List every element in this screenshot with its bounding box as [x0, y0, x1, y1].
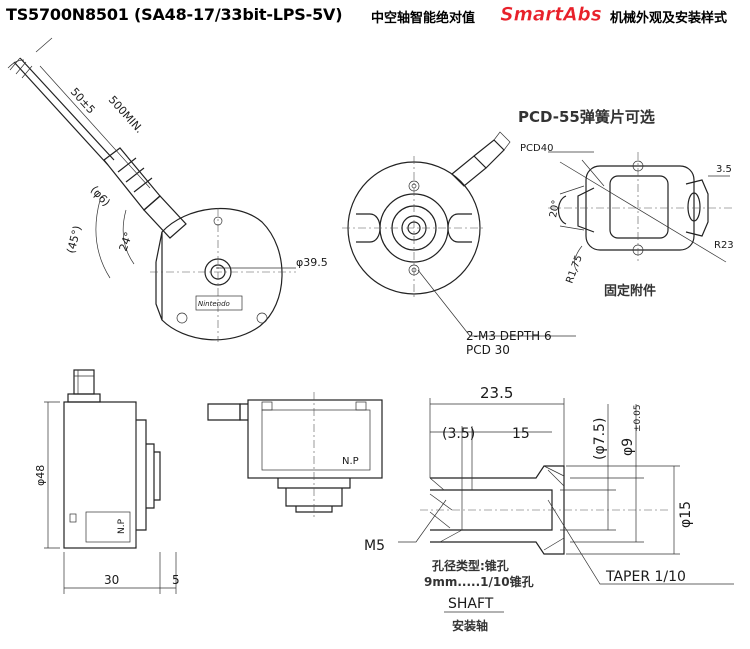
accessory-view: PCD-55弹簧片可选 PCD40 3.5 20° R23 R1.75 固定附件: [518, 108, 734, 299]
shaft-taper: TAPER 1/10: [605, 569, 686, 585]
cable-dia: (φ6): [88, 183, 113, 209]
mount-note-1: 2-M3 DEPTH 6: [466, 329, 552, 343]
shaft-detail: 23.5 (3.5) 15 (φ7.5) φ9 ±0.05 φ15 M5 TAP…: [364, 384, 734, 633]
accessory-caption: 固定附件: [604, 283, 656, 299]
angle-45: (45°): [64, 224, 84, 255]
accessory-pcd: PCD40: [520, 143, 553, 154]
shaft-len-35: (3.5): [442, 426, 475, 442]
brand-logo: SmartAbs: [500, 4, 602, 25]
shaft-dia-75: (φ7.5): [592, 418, 608, 460]
side-view: N.P φ48 30 5: [34, 369, 180, 594]
side-width-30: 30: [104, 573, 119, 587]
shaft-dia-9-tol: ±0.05: [633, 404, 643, 432]
top-view: N.P: [207, 392, 383, 520]
top-np: N.P: [342, 456, 359, 467]
title-bar: TS5700N8501 (SA48-17/33bit-LPS-5V) 中空轴智能…: [0, 0, 750, 32]
page-title: TS5700N8501 (SA48-17/33bit-LPS-5V): [6, 5, 343, 24]
side-np: N.P: [117, 518, 127, 534]
shaft-thread: M5: [364, 538, 385, 554]
shaft-len-235: 23.5: [480, 384, 513, 402]
shaft-dia-9: φ9: [620, 438, 636, 456]
hole-type: 孔径类型:锥孔: [432, 558, 509, 573]
label-mark: Nintendo: [198, 300, 230, 308]
hole-spec: 9mm.....1/10锥孔: [424, 574, 534, 589]
accessory-dim-35: 3.5: [716, 164, 732, 175]
side-width-5: 5: [172, 573, 180, 587]
shaft-label-en: SHAFT: [448, 596, 494, 612]
cable-length-50: 50±5: [68, 85, 98, 116]
cable: [7, 57, 187, 239]
svg-text:SmartAbs: SmartAbs: [500, 4, 601, 25]
accessory-r23: R23: [714, 240, 734, 251]
side-dia48: φ48: [34, 465, 47, 486]
shaft-len-15: 15: [512, 426, 530, 442]
accessory-title: PCD-55弹簧片可选: [518, 108, 655, 126]
accessory-r175: R1.75: [564, 254, 584, 285]
front-view: 50±5 500MIN. (φ6) (45°) 24° Nintendo φ39…: [7, 37, 328, 342]
angle-24: 24°: [117, 230, 136, 253]
title-cn: 中空轴智能绝对值: [371, 11, 476, 26]
body-dia: φ39.5: [296, 256, 328, 269]
shaft-dia-15: φ15: [678, 501, 694, 528]
cable-length-500: 500MIN.: [106, 93, 146, 135]
accessory-angle-20: 20°: [548, 199, 562, 218]
title-tail: 机械外观及安装样式: [610, 11, 728, 26]
mechanical-drawing: 50±5 500MIN. (φ6) (45°) 24° Nintendo φ39…: [7, 37, 734, 633]
shaft-label-cn: 安装轴: [452, 618, 488, 633]
mount-note-2: PCD 30: [466, 343, 510, 357]
rear-view: 2-M3 DEPTH 6 PCD 30: [342, 131, 576, 357]
